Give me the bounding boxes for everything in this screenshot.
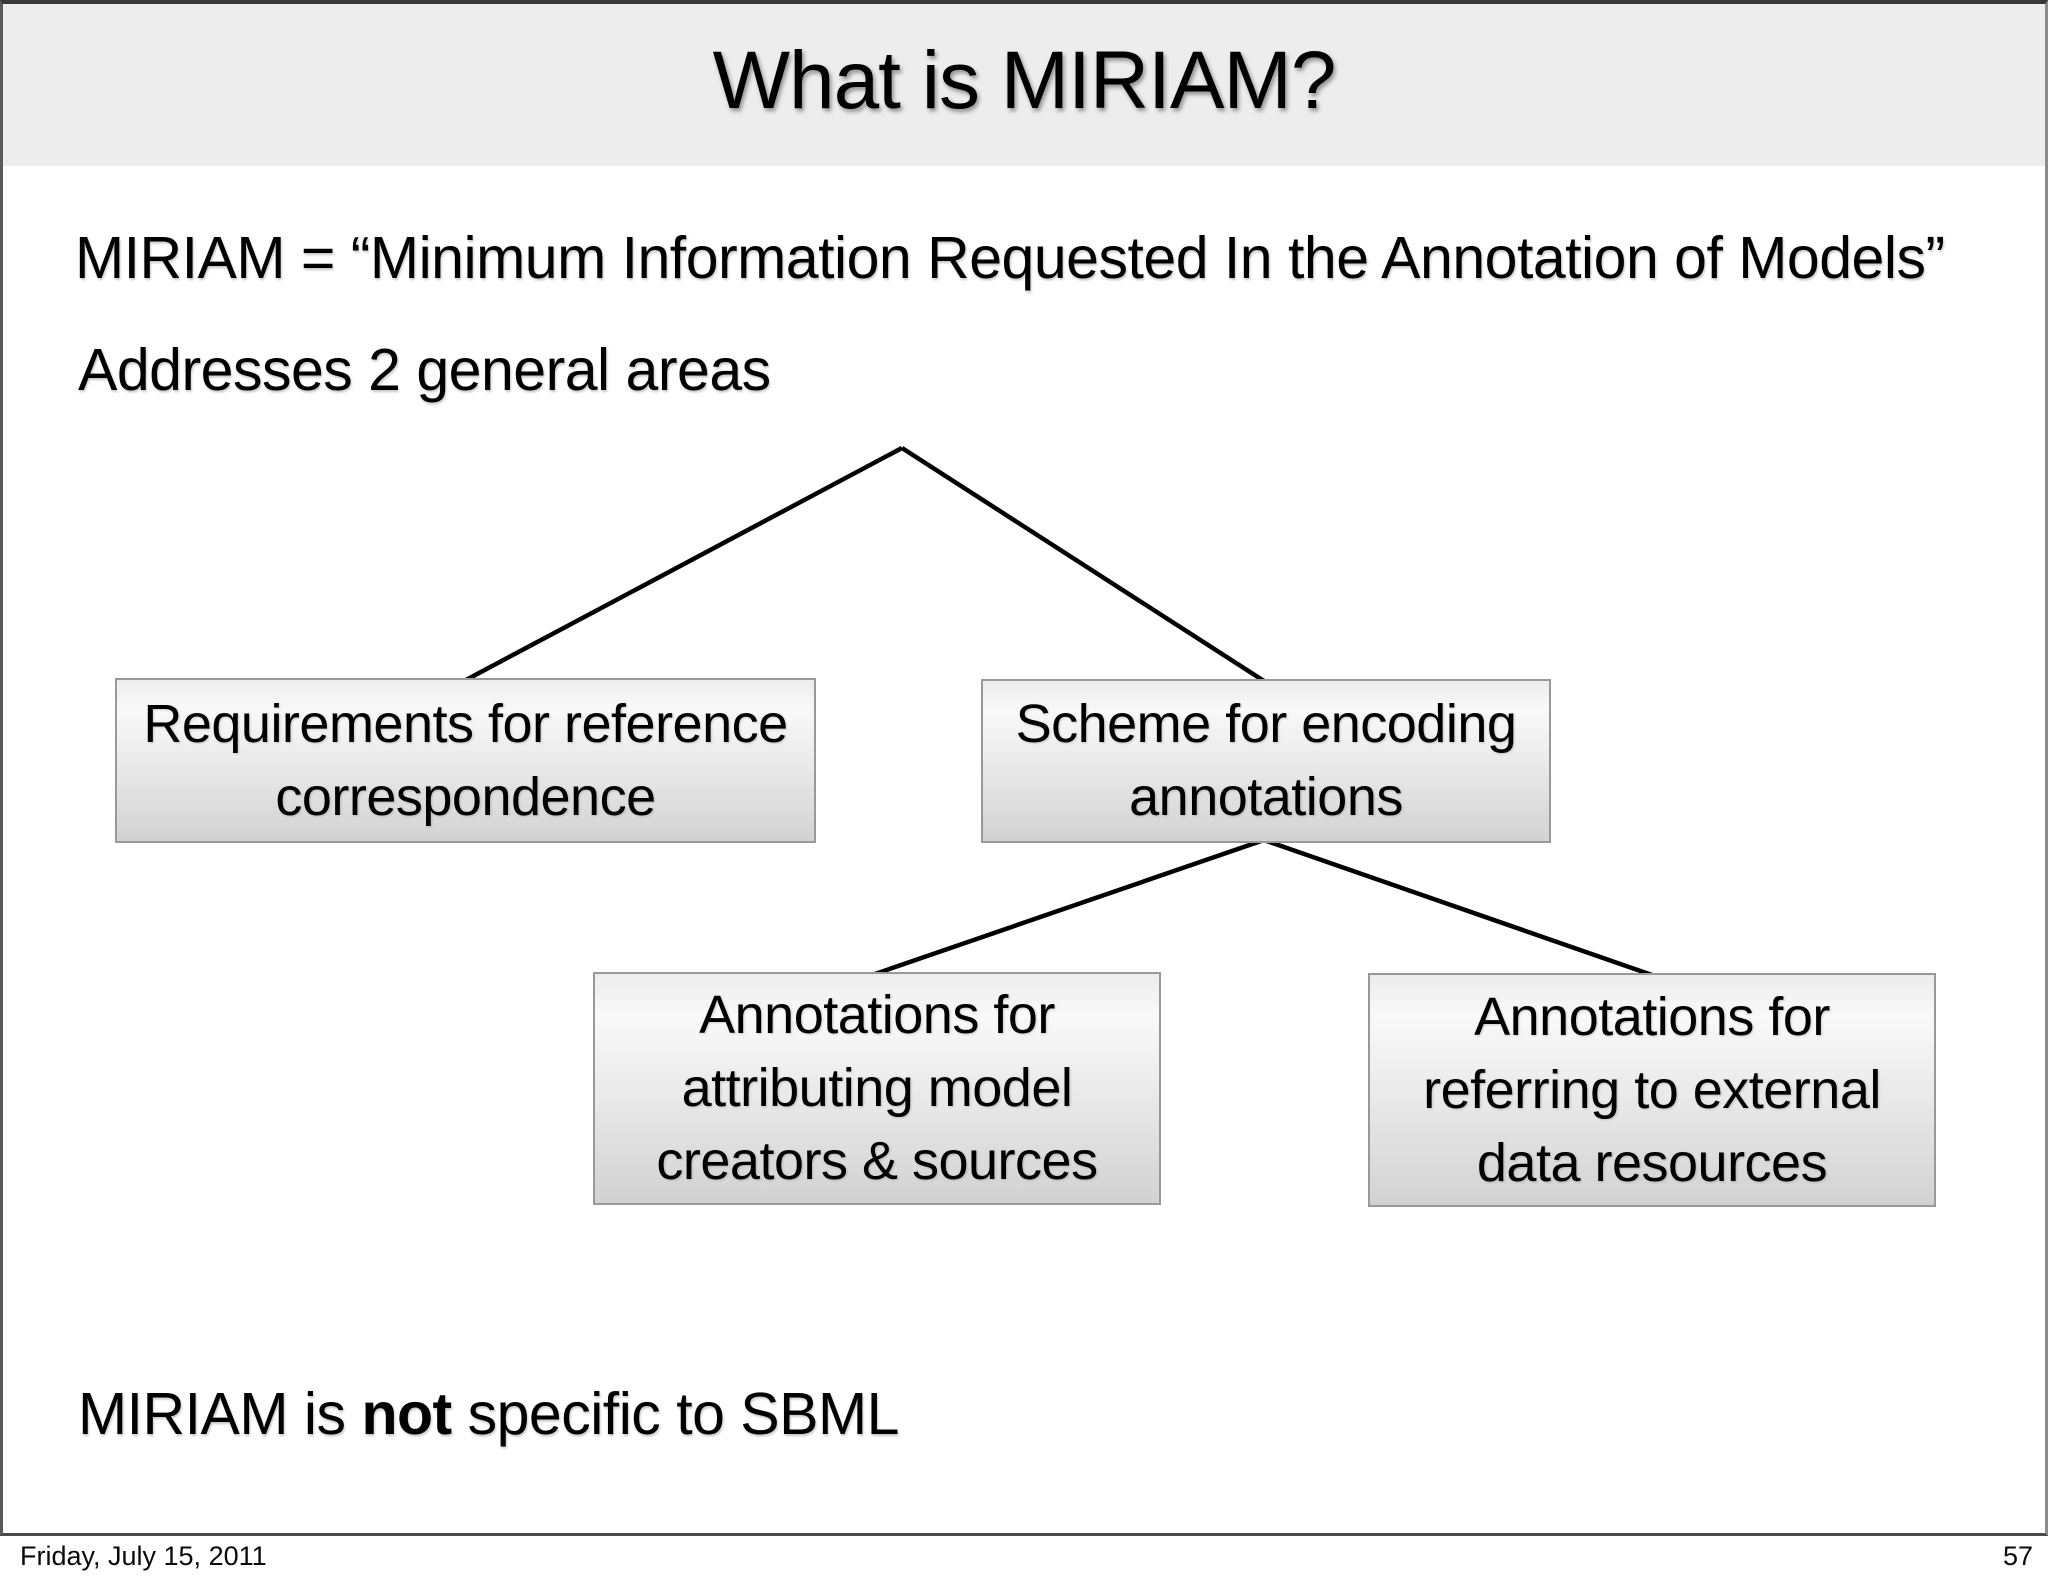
subheading-text: Addresses 2 general areas	[78, 337, 771, 403]
node-requirements-for-reference-correspondence: Requirements for reference correspondenc…	[115, 678, 816, 843]
footer-page-number: 57	[2002, 1540, 2033, 1571]
miriam-definition-text: MIRIAM = “Minimum Information Requested …	[75, 225, 1945, 291]
slide-header: What is MIRIAM?	[3, 4, 2045, 166]
node-label: Scheme for encoding annotations	[1015, 694, 1517, 827]
slide: What is MIRIAM? MIRIAM = “Minimum Inform…	[0, 0, 2048, 1536]
note-emphasis: not	[361, 1381, 452, 1447]
node-label: Annotations for attributing model creato…	[656, 985, 1098, 1191]
node-annotations-external-resources: Annotations for referring to external da…	[1368, 973, 1936, 1207]
slide-title: What is MIRIAM?	[712, 35, 1337, 126]
footer-date: Friday, July 15, 2011	[20, 1540, 267, 1571]
page-footer: Friday, July 15, 2011 57	[0, 1536, 2048, 1576]
node-annotations-attributing-creators: Annotations for attributing model creato…	[593, 972, 1161, 1205]
node-label: Annotations for referring to external da…	[1423, 986, 1881, 1193]
node-scheme-for-encoding-annotations: Scheme for encoding annotations	[981, 679, 1551, 843]
note-suffix: specific to SBML	[451, 1381, 900, 1447]
note-prefix: MIRIAM is	[78, 1381, 362, 1447]
node-label: Requirements for reference correspondenc…	[143, 693, 788, 827]
note-text: MIRIAM is not specific to SBML	[78, 1378, 899, 1450]
